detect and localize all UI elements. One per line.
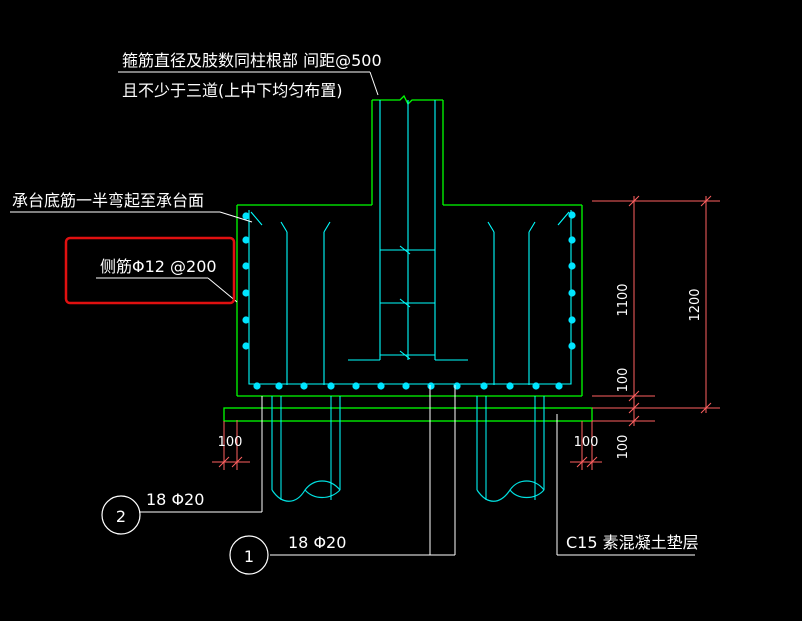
pile-left — [271, 396, 341, 502]
callout-1[interactable]: 1 — [229, 535, 269, 575]
callout-1-number: 1 — [244, 547, 254, 566]
rebar-dot — [568, 316, 576, 324]
rebar-dot — [568, 262, 576, 270]
rebar-dot — [568, 289, 576, 297]
rebar-dot — [480, 382, 488, 390]
bar-1-label: 18 Φ20 — [288, 533, 346, 552]
rebar-dot — [242, 212, 250, 220]
side-bar-note: 侧筋Φ12 @200 — [100, 257, 217, 276]
rebar-dot — [300, 382, 308, 390]
rebar-dot — [568, 211, 576, 219]
dim-100-right-offset: 100 — [574, 435, 599, 450]
concrete-outline — [223, 94, 593, 422]
rebar-dot — [275, 382, 283, 390]
callout-2[interactable]: 2 — [101, 495, 141, 535]
rebar-dot — [242, 342, 250, 350]
dim-100-left-offset: 100 — [218, 435, 243, 450]
bottom-bar-bend-note: 承台底筋一半弯起至承台面 — [12, 191, 204, 210]
rebar-dot — [506, 382, 514, 390]
pile-rebar — [280, 396, 536, 500]
rebar-dot — [327, 382, 335, 390]
rebar-dot — [402, 382, 410, 390]
stirrup-note-line1: 箍筋直径及肢数同柱根部 间距@500 — [122, 51, 382, 70]
rebar-dots — [242, 211, 576, 390]
rebar-dot — [242, 262, 250, 270]
dim-1200: 1200 — [688, 288, 703, 321]
bar-2-label: 18 Φ20 — [146, 490, 204, 509]
rebar-dot — [555, 382, 563, 390]
rebar-dot — [253, 382, 261, 390]
column-rebar — [348, 100, 468, 361]
rebar-dot — [568, 342, 576, 350]
dimension-lines — [212, 195, 720, 470]
column-stirrups — [380, 245, 435, 360]
dim-100-cushion: 100 — [616, 435, 631, 460]
rebar-dot — [242, 316, 250, 324]
side-bar-highlight-box[interactable] — [64, 236, 236, 305]
cap-rebar — [248, 210, 572, 385]
rebar-dot — [242, 289, 250, 297]
leader-lines — [10, 71, 695, 556]
rebar-dot — [532, 382, 540, 390]
rebar-dot — [377, 382, 385, 390]
rebar-dot — [453, 382, 461, 390]
rebar-dot — [352, 382, 360, 390]
rebar-dot — [242, 236, 250, 244]
callout-2-number: 2 — [116, 507, 126, 526]
cushion-note: C15 素混凝土垫层 — [566, 533, 699, 552]
dim-100-cap: 100 — [616, 368, 631, 393]
rebar-dot — [427, 382, 435, 390]
rebar-dot — [568, 236, 576, 244]
pile-right — [476, 396, 545, 502]
stirrup-note-line2: 且不少于三道(上中下均匀布置) — [122, 81, 343, 100]
dim-1100: 1100 — [616, 283, 631, 316]
